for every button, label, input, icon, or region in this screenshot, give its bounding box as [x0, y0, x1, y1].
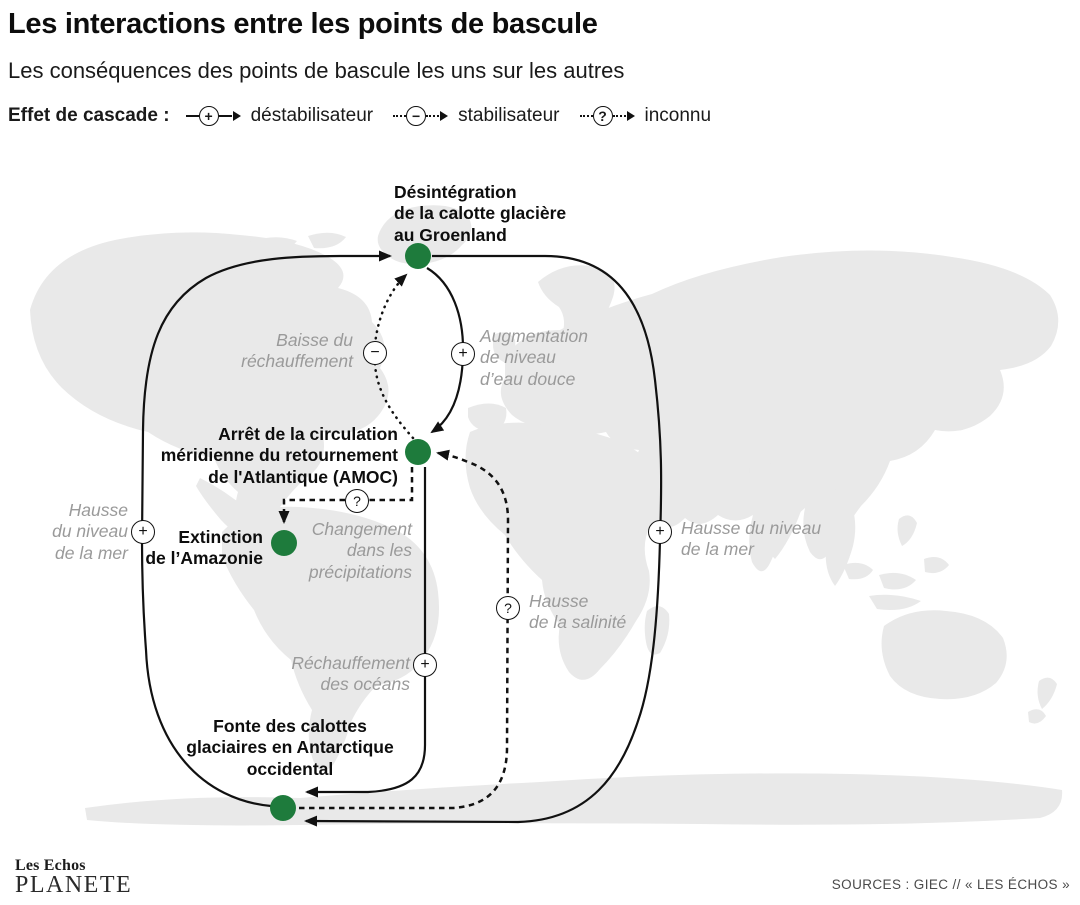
edge-label-hausse-mer-gauche: Hausse du niveau de la mer [52, 500, 128, 563]
legend-label: Effet de cascade : [8, 105, 170, 126]
edge-amoc-antarctique [305, 467, 427, 798]
edge-label-baisse-rechauffement: Baisse du réchauffement [241, 330, 353, 372]
plus-circle-icon: + [131, 520, 155, 544]
solid-line-icon [185, 115, 199, 117]
brand-les-echos: Les Echos [15, 857, 86, 874]
minus-circle-icon: − [406, 106, 427, 126]
page-title: Les interactions entre les points de bas… [8, 8, 598, 40]
page-subtitle: Les conséquences des points de bascule l… [8, 58, 625, 83]
node-label-amazonie: Extinction de l’Amazonie [145, 527, 263, 569]
question-circle-icon: ? [496, 596, 520, 620]
solid-line-icon [218, 115, 232, 117]
legend-item-destabilisateur: + déstabilisateur [185, 105, 374, 127]
brand-planete: PLANETE [15, 872, 133, 898]
legend-item-label: inconnu [644, 105, 712, 126]
continent-shapes [30, 205, 1063, 826]
legend-item-inconnu: ? inconnu [579, 105, 712, 127]
edge-label-oceans: Réchauffement des océans [291, 653, 410, 695]
legend-item-label: déstabilisateur [250, 105, 374, 126]
sources-note: SOURCES : GIEC // « LES ÉCHOS » [831, 877, 1070, 892]
edge-antarctique-amoc [299, 449, 510, 810]
edge-label-precipitations: Changement dans les précipitations [308, 519, 412, 582]
dotted-line-icon [612, 115, 626, 117]
plus-circle-icon: + [648, 520, 672, 544]
plus-circle-icon: + [198, 106, 219, 126]
dotted-line-icon [426, 115, 440, 117]
node-label-groenland: Désintégration de la calotte glacière au… [394, 182, 567, 245]
node-dot-amoc [405, 439, 431, 465]
brand-logo: Les Echos PLANETE [15, 857, 132, 899]
arrowhead-icon [440, 111, 449, 121]
arrowhead-icon [232, 111, 241, 121]
legend-item-stabilisateur: − stabilisateur [393, 105, 560, 127]
plus-circle-icon: + [451, 342, 475, 366]
legend-item-label: stabilisateur [458, 105, 560, 126]
cascade-legend: Effet de cascade : + déstabilisateur − s… [8, 105, 731, 127]
question-circle-icon: ? [592, 106, 613, 126]
minus-circle-icon: − [363, 341, 387, 365]
arrowhead-icon [626, 111, 635, 121]
node-dot-antarctique [270, 795, 296, 821]
edge-antarctique-groenland [140, 250, 392, 808]
node-dot-groenland [405, 243, 431, 269]
dotted-line-icon [579, 115, 593, 117]
node-label-antarctique: Fonte des calottes glaciaires en Antarct… [186, 716, 394, 779]
dotted-line-icon [393, 115, 407, 117]
edge-label-hausse-mer-droite: Hausse du niveau de la mer [681, 518, 822, 560]
node-dot-amazonie [271, 530, 297, 556]
edge-amoc-amazonie [278, 467, 414, 524]
node-label-amoc: Arrêt de la circulation méridienne du re… [160, 424, 398, 487]
plus-circle-icon: + [413, 653, 437, 677]
edge-label-eau-douce: Augmentation de niveau d’eau douce [480, 326, 588, 389]
question-circle-icon: ? [345, 489, 369, 513]
edge-label-salinite: Hausse de la salinité [529, 591, 627, 633]
